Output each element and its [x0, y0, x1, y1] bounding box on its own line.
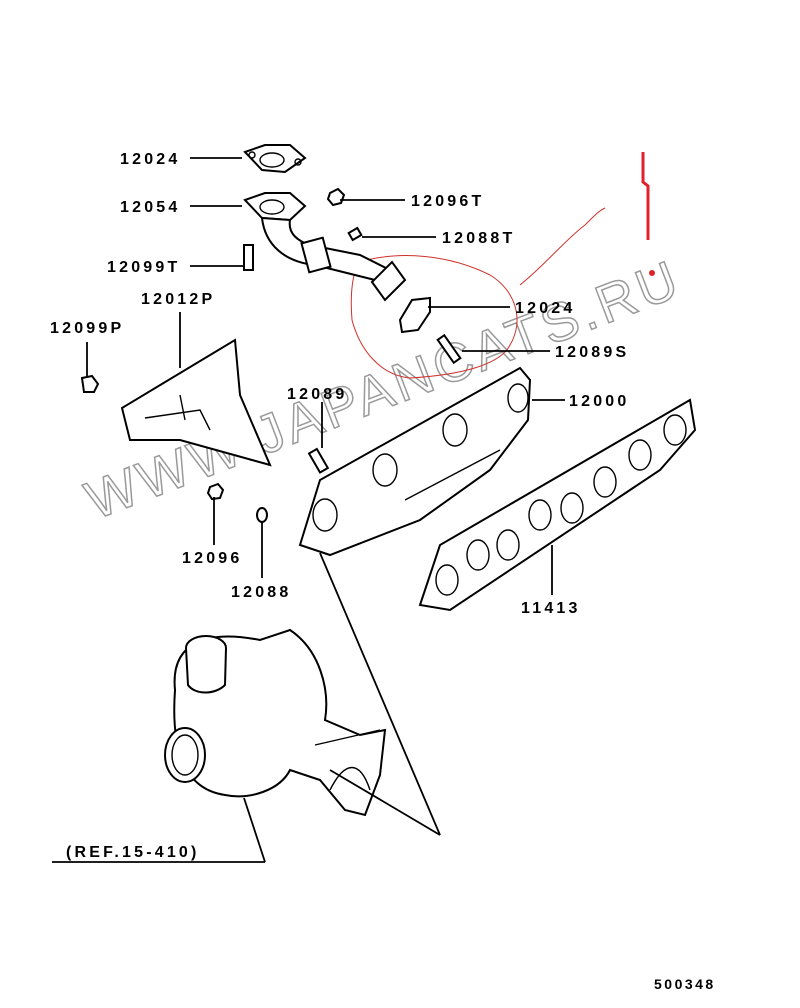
callout-12088: 12088 [231, 584, 292, 601]
callout-12099T: 12099T [107, 259, 180, 276]
nut-12096 [206, 482, 225, 501]
exhaust-manifold-12000 [298, 366, 532, 557]
gasket-12024-top [243, 144, 307, 174]
red-annotation [350, 152, 655, 379]
diagram-code: 500348 [654, 976, 716, 992]
gasket-11413 [418, 398, 697, 612]
callout-12024: 12024 [515, 300, 576, 317]
gasket-12024 [398, 296, 431, 334]
callout-12012P: 12012P [141, 291, 215, 308]
washer-12088 [256, 507, 268, 523]
callout-12096T: 12096T [411, 193, 484, 210]
callout-12096: 12096 [182, 550, 243, 567]
bolt-12099T [243, 244, 254, 271]
washer-12088T [347, 226, 363, 242]
callout-12089S: 12089S [555, 344, 629, 361]
callout-12024-top: 12024 [120, 151, 181, 168]
nut-12096T [326, 187, 346, 207]
pipe-12054 [243, 192, 407, 302]
reference-label: (REF.15-410) [66, 844, 200, 861]
bolt-12099P [80, 374, 100, 393]
turbocharger [164, 628, 387, 817]
callout-11413: 11413 [521, 600, 581, 617]
leader-lines [52, 157, 565, 863]
callout-12054: 12054 [120, 199, 181, 216]
heat-protector-12012P [120, 338, 272, 467]
callout-12089: 12089 [287, 386, 348, 403]
stud-12089S [436, 333, 462, 365]
callout-12099P: 12099P [50, 320, 124, 337]
callout-12088T: 12088T [442, 230, 515, 247]
callout-12000: 12000 [569, 393, 630, 410]
